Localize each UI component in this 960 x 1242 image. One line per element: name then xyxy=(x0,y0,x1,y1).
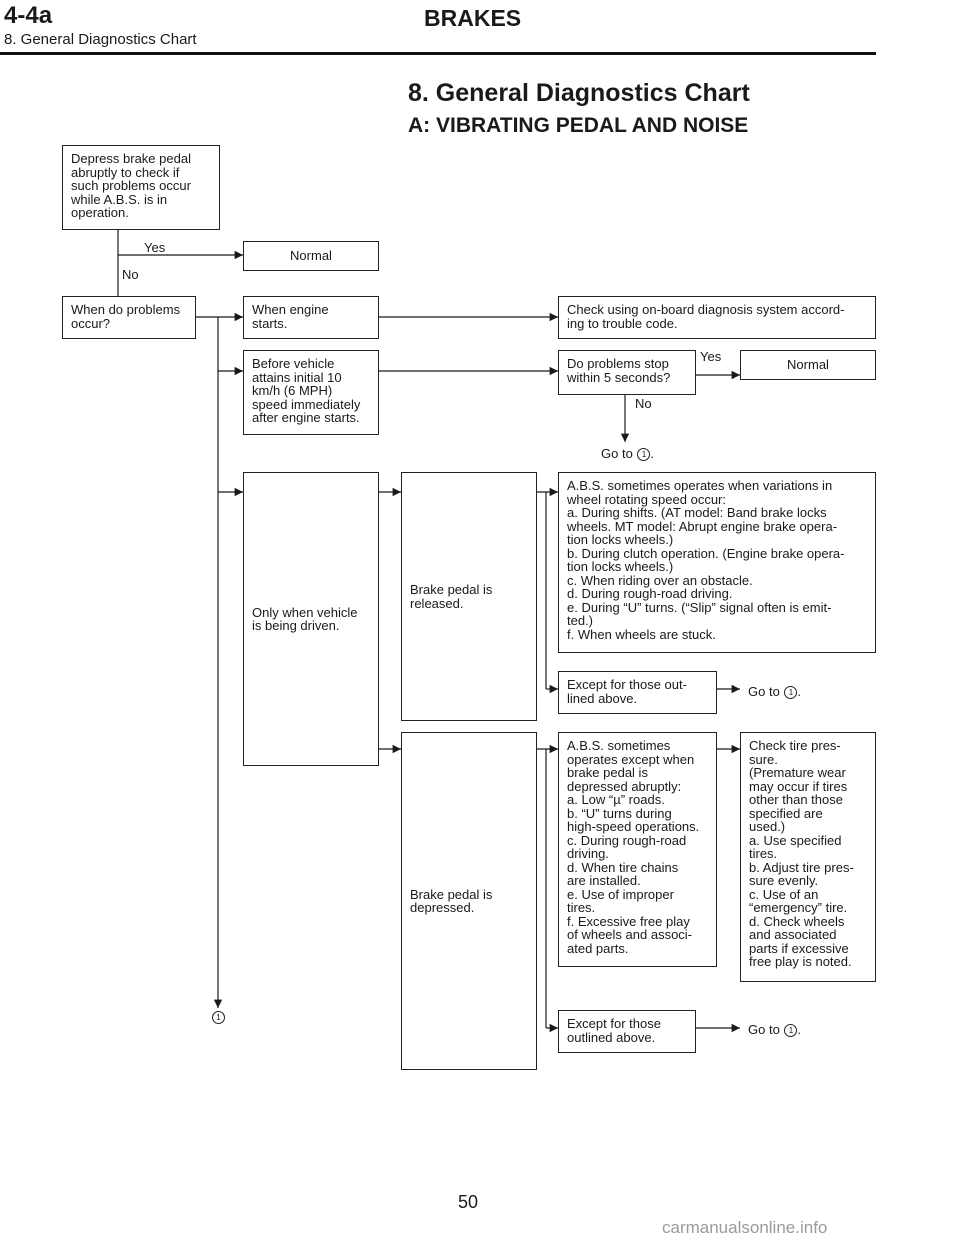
go-to-text: Go to xyxy=(748,1022,780,1037)
abs-except-abrupt-box: A.B.S. sometimes operates except when br… xyxy=(558,732,717,967)
page-subtitle: A: VIBRATING PEDAL AND NOISE xyxy=(408,114,749,137)
normal-box-2: Normal xyxy=(740,350,876,380)
section-title: 8. General Diagnostics Chart xyxy=(4,31,197,48)
section-code: 4-4a xyxy=(4,2,53,29)
no-label-1: No xyxy=(122,267,139,282)
go-to-ref-3: Go to 1. xyxy=(748,1022,802,1038)
ref-mark: 1 xyxy=(784,1024,798,1038)
header-rule xyxy=(0,52,876,55)
page-title: 8. General Diagnostics Chart xyxy=(408,79,750,107)
period: . xyxy=(650,446,655,461)
only-when-vehicle-driven-box: Only when vehicle is being driven. xyxy=(243,472,379,766)
normal-box-1: Normal xyxy=(243,241,379,271)
depress-brake-pedal-box: Depress brake pedal abruptly to check if… xyxy=(62,145,220,230)
ref-mark: 1 xyxy=(212,1011,225,1025)
check-onboard-diagnosis-box: Check using on-board diagnosis system ac… xyxy=(558,296,876,339)
check-tire-pressure-box: Check tire pres- sure. (Premature wear m… xyxy=(740,732,876,982)
go-to-text: Go to xyxy=(601,446,633,461)
chapter-title: BRAKES xyxy=(424,5,522,31)
go-to-ref-2: Go to 1. xyxy=(748,684,802,700)
before-vehicle-attains-speed-box: Before vehicle attains initial 10 km/h (… xyxy=(243,350,379,435)
page-number: 50 xyxy=(458,1192,479,1212)
watermark: carmanualsonline.info xyxy=(662,1218,828,1237)
do-problems-stop-box: Do problems stop within 5 seconds? xyxy=(558,350,696,395)
go-to-text: Go to xyxy=(748,684,780,699)
no-label-2: No xyxy=(635,396,652,411)
except-for-those-outlined-box-1: Except for those out- lined above. xyxy=(558,671,717,714)
period: . xyxy=(797,1022,802,1037)
abs-variations-box: A.B.S. sometimes operates when variation… xyxy=(558,472,876,653)
ref-mark: 1 xyxy=(637,448,651,462)
go-to-ref-1: Go to 1. xyxy=(601,446,655,462)
when-engine-starts-box: When engine starts. xyxy=(243,296,379,339)
brake-pedal-released-box: Brake pedal is released. xyxy=(401,472,537,721)
brake-pedal-depressed-box: Brake pedal is depressed. xyxy=(401,732,537,1070)
ref-mark: 1 xyxy=(784,686,798,700)
ref-target-1: 1 xyxy=(211,1010,225,1025)
yes-label-1: Yes xyxy=(144,240,166,255)
when-do-problems-occur-box: When do problems occur? xyxy=(62,296,196,339)
period: . xyxy=(797,684,802,699)
except-for-those-outlined-box-2: Except for those outlined above. xyxy=(558,1010,696,1053)
yes-label-2: Yes xyxy=(700,349,722,364)
